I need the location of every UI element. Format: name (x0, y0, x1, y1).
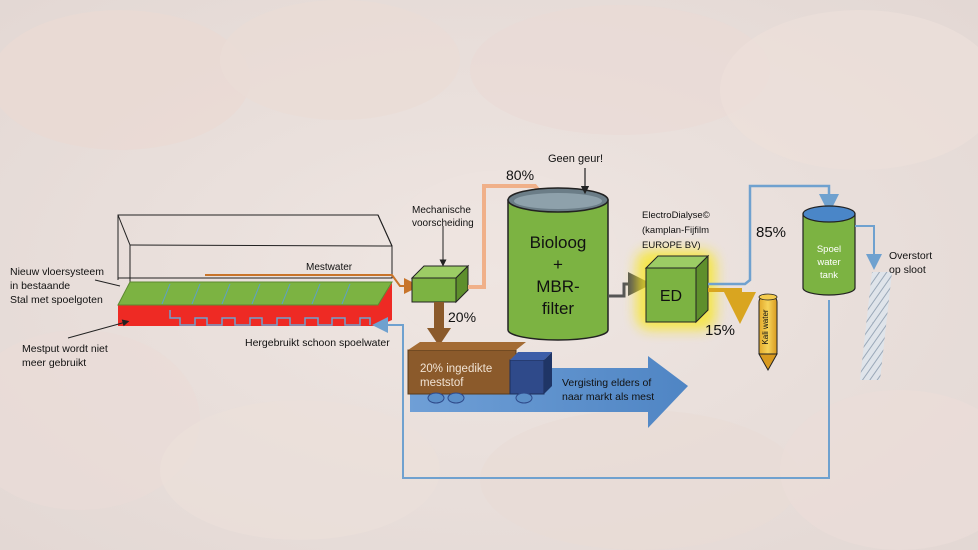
label-mechanische: Mechanische voorscheiding (412, 205, 474, 229)
label-pct-80: 80% (506, 167, 534, 183)
ingedikte-line-1: 20% ingedikte (420, 363, 492, 375)
nieuw-vloer-line-3: Stal met spoelgoten (10, 294, 103, 306)
label-pct-15: 15% (705, 322, 735, 339)
kaliwater-tube (758, 293, 778, 372)
return-loop (372, 300, 830, 479)
sloot-hatch (860, 272, 892, 380)
truck (407, 342, 552, 404)
overstort-line-2: op sloot (889, 264, 926, 276)
mechanische-line-2: voorscheiding (412, 218, 474, 229)
flow-85 (708, 184, 839, 286)
label-ed: ED (660, 288, 682, 305)
label-electrodialyse: ElectroDialyse© (kamplan-Fijfilm EUROPE … (642, 210, 710, 251)
mestput-line-1: Mestput wordt niet (22, 343, 108, 355)
ed-unit (636, 250, 716, 330)
mestput (118, 283, 392, 326)
flow-20-arrow (427, 302, 451, 346)
electrodialyse-line-1: ElectroDialyse© (642, 210, 710, 221)
spoelwater-line-1: Spoel (817, 244, 841, 255)
electrodialyse-line-3: EUROPE BV) (642, 240, 701, 251)
label-ingedikte: 20% ingedikte meststof (420, 363, 492, 389)
label-mestput: Mestput wordt niet meer gebruikt (22, 343, 108, 369)
vergisting-line-1: Vergisting elders of (562, 377, 651, 389)
label-pct-20: 20% (448, 309, 476, 325)
flow-bioloog-ed (608, 272, 652, 298)
bioloog-line-2: + (553, 255, 563, 274)
label-geen-geur: Geen geur! (548, 153, 603, 165)
label-mestwater: Mestwater (306, 262, 353, 273)
bioloog-line-3: MBR- (536, 277, 579, 296)
label-kaliwater: Kali water (761, 309, 770, 344)
label-bioloog: Bioloog + MBR- filter (530, 233, 587, 318)
mestwater-flow (205, 274, 420, 294)
label-overstort: Overstort op sloot (889, 250, 932, 276)
overstort-line-1: Overstort (889, 250, 932, 262)
spoelwater-tank (802, 205, 856, 296)
label-nieuw-vloer: Nieuw vloersysteem in bestaande Stal met… (10, 266, 104, 306)
mechanische-voorscheiding (410, 264, 470, 304)
mestput-leader (67, 319, 130, 339)
spoelwater-line-2: water (816, 257, 840, 268)
ingedikte-line-2: meststof (420, 377, 464, 389)
bioloog-line-1: Bioloog (530, 233, 587, 252)
nieuw-vloer-line-1: Nieuw vloersysteem (10, 266, 104, 278)
label-spoelwater-tank: Spoel water tank (816, 244, 841, 281)
mechanische-line-1: Mechanische (412, 205, 471, 216)
label-hergebruikt: Hergebruikt schoon spoelwater (245, 337, 390, 349)
vergisting-line-2: naar markt als mest (562, 391, 654, 403)
stal-frame (117, 214, 393, 282)
flow-15 (708, 288, 756, 324)
mestput-line-2: meer gebruikt (22, 357, 86, 369)
flow-overstort (855, 225, 882, 270)
spoelwater-line-3: tank (820, 270, 838, 281)
electrodialyse-line-2: (kamplan-Fijfilm (642, 225, 709, 236)
vloersysteem (117, 281, 393, 306)
nieuw-vloer-leader (94, 279, 121, 287)
label-pct-85: 85% (756, 224, 786, 241)
bioloog-line-4: filter (542, 299, 574, 318)
nieuw-vloer-line-2: in bestaande (10, 280, 70, 292)
label-vergisting: Vergisting elders of naar markt als mest (562, 377, 654, 403)
spoelwater-return-channels (169, 310, 371, 326)
